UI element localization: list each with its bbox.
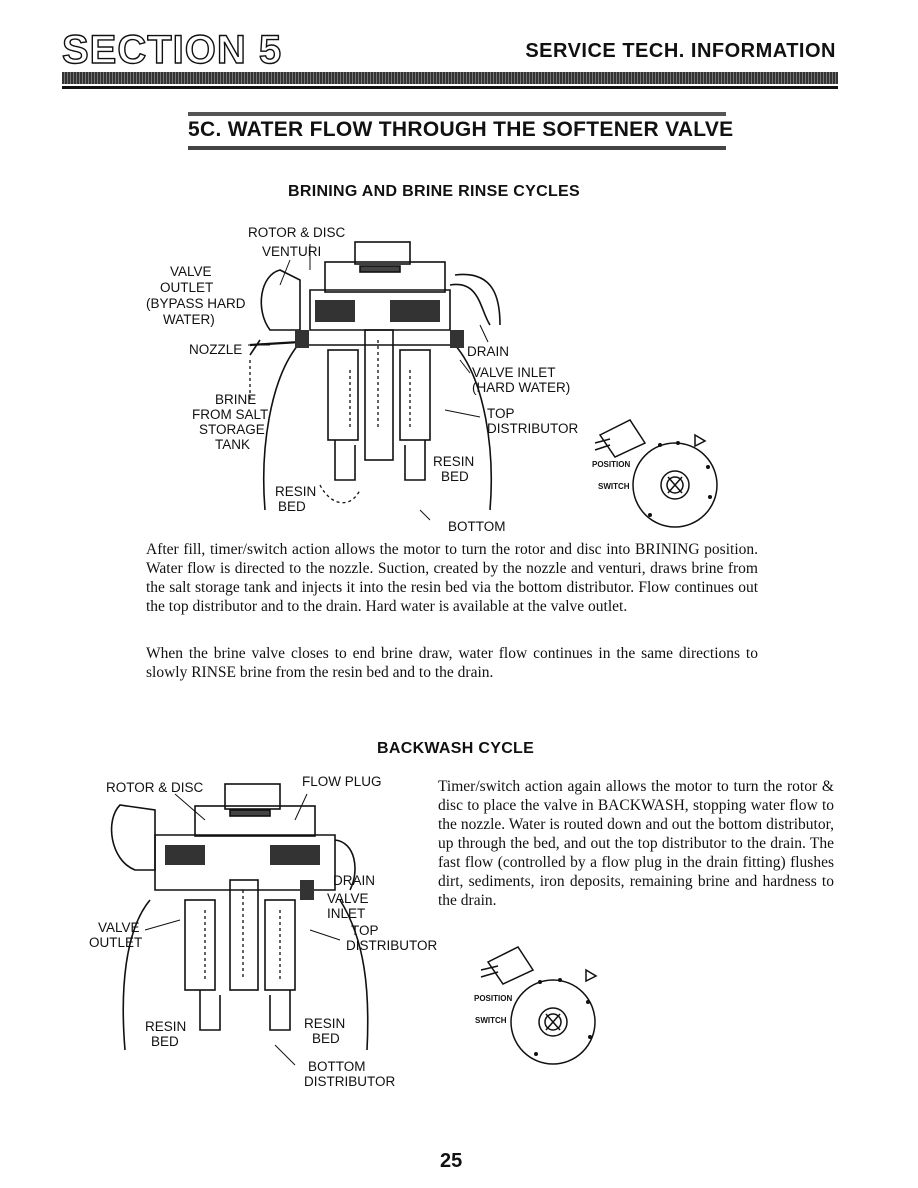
- label-valve-inlet-2: (HARD WATER): [472, 380, 571, 395]
- bw-label-resin-left: RESIN: [145, 1019, 187, 1034]
- label-nozzle: NOZZLE: [189, 342, 243, 357]
- label-bottom: BOTTOM: [448, 519, 506, 534]
- bw-label-switch: SWITCH: [475, 1016, 507, 1025]
- brining-paragraph-2: When the brine valve closes to end brine…: [146, 645, 758, 681]
- bw-label-top-distributor-2: DISTRIBUTOR: [346, 938, 438, 953]
- brining-valve-diagram: [248, 241, 501, 521]
- section-subtitle: SERVICE TECH. INFORMATION: [525, 40, 836, 62]
- bw-label-rotor-disc: ROTOR & DISC: [106, 780, 204, 795]
- brining-position-switch: [594, 419, 718, 528]
- backwash-position-switch: [480, 946, 598, 1065]
- bw-label-bed-right: BED: [312, 1031, 340, 1046]
- header-bar: [62, 72, 838, 84]
- label-valve-outlet-1: VALVE: [170, 264, 212, 279]
- label-top-distributor-1: TOP: [487, 406, 515, 421]
- bw-label-resin-right: RESIN: [304, 1016, 346, 1031]
- label-switch: SWITCH: [598, 482, 630, 491]
- label-valve-outlet-3: (BYPASS HARD: [146, 296, 246, 311]
- label-resin-right: RESIN: [433, 454, 475, 469]
- subsection-rule-bottom: [188, 146, 726, 150]
- label-brine-1: BRINE: [215, 392, 257, 407]
- bw-label-top-distributor-1: TOP: [351, 923, 379, 938]
- bw-label-valve-outlet-1: VALVE: [98, 920, 140, 935]
- bw-label-bottom: BOTTOM: [308, 1059, 366, 1074]
- bw-label-position: POSITION: [474, 994, 513, 1003]
- label-brine-4: TANK: [215, 437, 251, 452]
- label-brine-3: STORAGE: [199, 422, 265, 437]
- subsection-rule-top: [188, 112, 726, 116]
- label-brine-2: FROM SALT: [192, 407, 269, 422]
- bw-label-bed-left: BED: [151, 1034, 179, 1049]
- backwash-valve-diagram: [110, 783, 369, 1066]
- label-rotor-disc: ROTOR & DISC: [248, 225, 346, 240]
- section-title: SECTION 5: [61, 27, 283, 72]
- bw-label-flow-plug: FLOW PLUG: [302, 774, 382, 789]
- bw-label-drain: DRAIN: [333, 873, 376, 888]
- label-valve-inlet-1: VALVE INLET: [472, 365, 556, 380]
- label-resin-left: RESIN: [275, 484, 317, 499]
- bw-label-valve-outlet-2: OUTLET: [89, 935, 143, 950]
- brining-cycle-title: BRINING AND BRINE RINSE CYCLES: [288, 183, 580, 200]
- label-venturi: VENTURI: [262, 244, 322, 259]
- bw-label-valve-inlet-2: INLET: [327, 906, 366, 921]
- backwash-paragraph: Timer/switch action again allows the mot…: [438, 778, 834, 909]
- label-bed-right: BED: [441, 469, 469, 484]
- subsection-title: 5C. WATER FLOW THROUGH THE SOFTENER VALV…: [188, 118, 734, 141]
- bw-label-valve-inlet-1: VALVE: [327, 891, 369, 906]
- label-valve-outlet-4: WATER): [163, 312, 215, 327]
- label-drain: DRAIN: [467, 344, 510, 359]
- label-bed-left: BED: [278, 499, 306, 514]
- brining-paragraph-1: After fill, timer/switch action allows t…: [146, 541, 758, 615]
- label-valve-outlet-2: OUTLET: [160, 280, 214, 295]
- label-position: POSITION: [592, 460, 631, 469]
- header-rule: [62, 86, 838, 89]
- page-number: 25: [440, 1150, 463, 1172]
- backwash-cycle-title: BACKWASH CYCLE: [377, 740, 535, 757]
- label-top-distributor-2: DISTRIBUTOR: [487, 421, 579, 436]
- bw-label-distributor: DISTRIBUTOR: [304, 1074, 396, 1089]
